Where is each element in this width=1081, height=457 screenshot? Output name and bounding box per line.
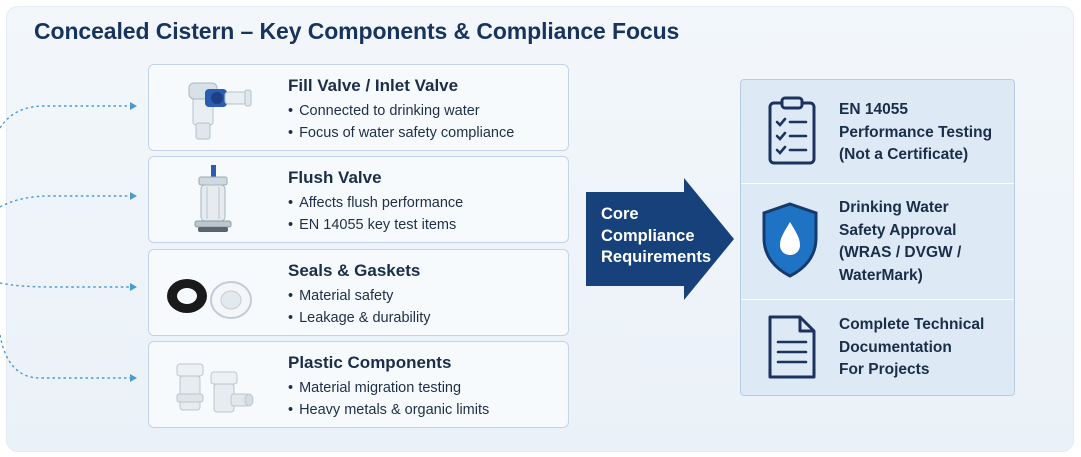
requirement-line: WaterMark)	[839, 266, 923, 284]
requirement-line: Safety Approval	[839, 221, 957, 239]
requirement-text: Complete Technical Documentation For Pro…	[839, 314, 984, 382]
flush-valve-image	[194, 165, 232, 232]
component-card-fill-valve: Fill Valve / Inlet Valve Connected to dr…	[148, 64, 569, 151]
requirement-line: Performance Testing	[839, 123, 993, 141]
bullet-item: EN 14055 key test items	[288, 214, 463, 236]
component-card-plastic-components: Plastic Components Material migration te…	[148, 341, 569, 428]
connector-arrows	[0, 102, 137, 382]
requirement-line: Documentation	[839, 338, 952, 356]
page-title: Concealed Cistern – Key Components & Com…	[34, 18, 680, 44]
bullet-item: Leakage & durability	[288, 307, 430, 329]
component-bullets: Material safety Leakage & durability	[288, 285, 430, 329]
requirement-line: For Projects	[839, 361, 930, 378]
requirement-line: Drinking Water	[839, 199, 949, 216]
component-heading: Fill Valve / Inlet Valve	[288, 76, 459, 95]
requirement-text: EN 14055 Performance Testing (Not a Cert…	[839, 99, 992, 167]
requirement-documentation: Complete Technical Documentation For Pro…	[741, 300, 1014, 396]
seals-gaskets-image	[167, 279, 252, 319]
component-heading: Plastic Components	[288, 353, 452, 372]
bullet-item: Heavy metals & organic limits	[288, 399, 489, 421]
component-bullets: Material migration testing Heavy metals …	[288, 377, 489, 421]
component-heading: Seals & Gaskets	[288, 261, 421, 280]
document-icon	[768, 315, 816, 379]
requirement-line: (WRAS / DVGW /	[839, 244, 962, 261]
requirements-box: EN 14055 Performance Testing (Not a Cert…	[740, 79, 1015, 396]
arrow-label-line: Requirements	[601, 248, 712, 266]
component-heading: Flush Valve	[288, 168, 382, 187]
requirement-text: Drinking Water Safety Approval (WRAS / D…	[839, 197, 961, 287]
requirement-drinking-water: Drinking Water Safety Approval (WRAS / D…	[741, 184, 1014, 300]
component-card-seals-gaskets: Seals & Gaskets Material safety Leakage …	[148, 249, 569, 336]
requirement-line: EN 14055	[839, 101, 908, 118]
bullet-item: Connected to drinking water	[288, 100, 514, 122]
bullet-item: Affects flush performance	[288, 192, 463, 214]
arrow-label: Core Compliance Requirements	[601, 204, 721, 269]
bullet-item: Focus of water safety compliance	[288, 122, 514, 144]
component-bullets: Affects flush performance EN 14055 key t…	[288, 192, 463, 236]
bullet-item: Material migration testing	[288, 377, 489, 399]
clipboard-checklist-icon	[768, 96, 816, 165]
shield-water-drop-icon	[762, 202, 818, 278]
bullet-item: Material safety	[288, 285, 430, 307]
arrow-label-line: Compliance	[601, 226, 695, 245]
requirement-en14055: EN 14055 Performance Testing (Not a Cert…	[741, 80, 1014, 184]
component-card-flush-valve: Flush Valve Affects flush performance EN…	[148, 156, 569, 243]
fill-valve-image	[188, 82, 252, 140]
core-requirements-arrow	[586, 178, 734, 300]
component-bullets: Connected to drinking water Focus of wat…	[288, 100, 514, 144]
plastic-components-image	[176, 363, 254, 413]
arrow-label-line: Core	[601, 205, 639, 223]
requirement-line: (Not a Certificate)	[839, 146, 969, 163]
requirement-line: Complete Technical	[839, 316, 985, 333]
